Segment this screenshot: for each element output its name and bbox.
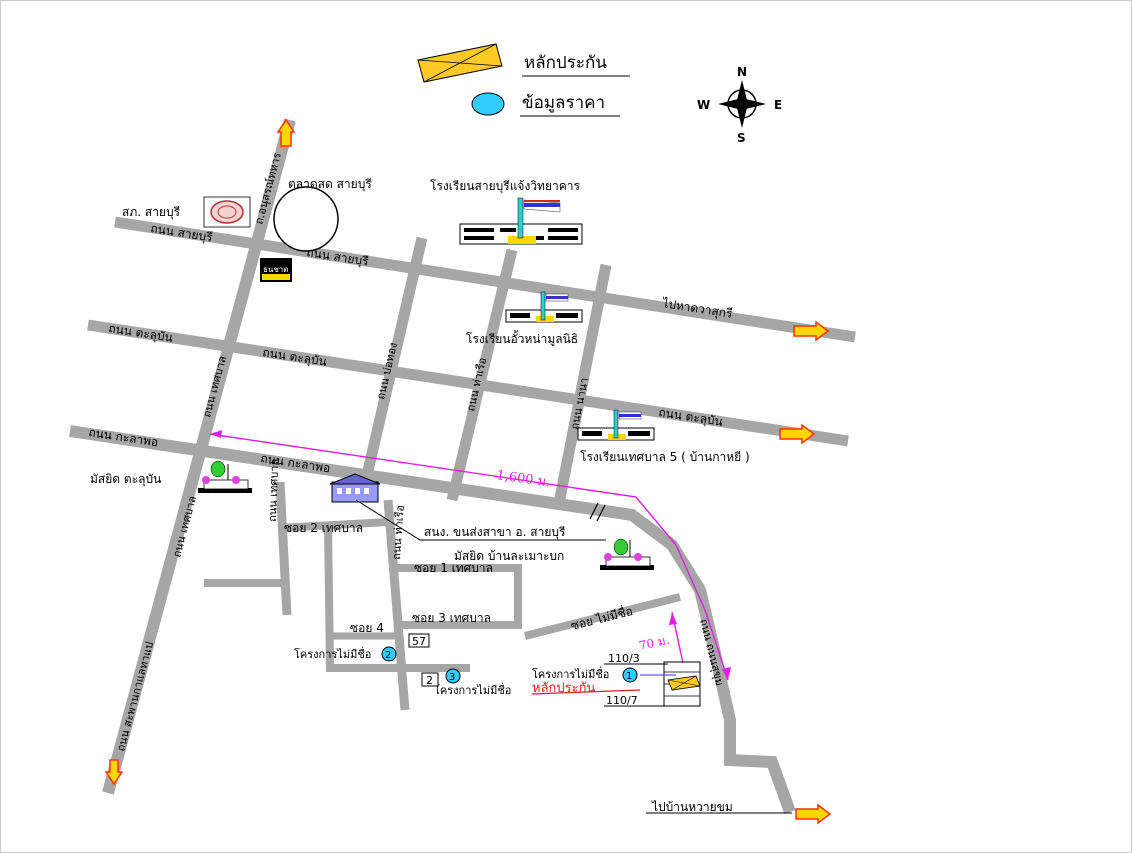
price-legend-icon — [471, 92, 505, 116]
road-network — [69, 118, 856, 815]
direction-arrows — [104, 118, 832, 825]
compass-w: W — [697, 98, 710, 112]
road-lower-left — [275, 481, 292, 616]
distance-1600-line — [209, 433, 729, 681]
label-house-1: 110/3 — [608, 652, 640, 665]
svg-text:2: 2 — [385, 650, 391, 661]
label-school-1: โรงเรียนสายบุรีแจ้งวิทยาคาร — [430, 179, 580, 194]
label-distance-1600: 1,600 ม. — [495, 468, 551, 490]
mosque-1-icon — [198, 460, 252, 493]
label-soi-1: ซอย 1 เทศบาล — [414, 561, 493, 575]
road-soi-2 — [279, 518, 389, 532]
label-road-kalapho-1: ถนน กะลาพอ — [88, 425, 160, 449]
house-box-57 — [408, 633, 430, 648]
price-marker-3: 3 — [445, 668, 461, 684]
label-distance-70: 70 ม. — [638, 633, 671, 653]
market-circle-icon — [273, 186, 339, 252]
school-1-icon — [459, 197, 583, 245]
label-road-mid-4: ถนน ท่าเรือ — [390, 505, 407, 561]
label-soi-2: ซอย 2 เทศบาล — [284, 521, 363, 535]
svg-text:1: 1 — [626, 671, 632, 682]
legend-price-label: ข้อมูลราคา — [522, 93, 605, 113]
mosque-2-icon — [600, 538, 654, 570]
label-project-2: โครงการไม่มีชื่อ — [294, 646, 371, 661]
label-box-2: 2 — [426, 674, 433, 687]
road-soi-loop — [324, 524, 470, 672]
bridge-mark — [589, 502, 599, 520]
label-road-left-4: ถนน สะพานกาแลทาแป — [114, 640, 156, 752]
label-mosque-2: มัสยิด บ้านละเมาะบก — [454, 549, 564, 563]
svg-text:ธนชาต: ธนชาต — [263, 265, 288, 274]
label-soi-3: ซอย 3 เทศบาล — [412, 611, 491, 625]
label-road-taluban-3: ถนน ตะลุบัน — [657, 405, 723, 430]
office-building-icon — [329, 473, 381, 503]
road-mid-2 — [446, 248, 518, 502]
legend: หลักประกัน ข้อมูลราคา — [417, 43, 630, 117]
label-market: ตลาดสด สายบุรี — [288, 177, 372, 192]
label-post-office: สนง. ขนส่งสาขา อ. สายบุรี — [424, 525, 566, 540]
legend-collateral-label: หลักประกัน — [524, 53, 607, 73]
arrow-east-taluban-icon — [779, 423, 816, 445]
arrow-east-beach-icon — [793, 320, 830, 342]
road-mid-1 — [358, 236, 428, 490]
label-soi-noname: ซอย ไม่มีชื่อ — [569, 602, 634, 633]
collateral-legend-icon — [417, 43, 503, 83]
label-road-right: ถนน ถนนสุขุม — [697, 618, 726, 688]
arrow-village-icon — [795, 803, 832, 825]
label-school-3: โรงเรียนเทศบาล 5 ( บ้านกาหยี ) — [580, 450, 750, 464]
label-police: สภ. สายบุรี — [122, 205, 181, 220]
label-road-taluban-1: ถนน ตะลุบัน — [107, 321, 173, 346]
compass-e: E — [774, 98, 782, 112]
label-road-saiburi-2: ถนน สายบุรี — [305, 245, 370, 269]
label-road-left-2: ถนน เทศบาล — [200, 354, 229, 418]
label-mosque-1: มัสยิด ตะลุบัน — [90, 472, 161, 487]
label-soi-4: ซอย 4 — [350, 621, 384, 635]
label-to-village: ไปบ้านหวายขม — [651, 800, 733, 814]
road-taluban — [87, 319, 849, 447]
road-mid-3 — [552, 263, 612, 510]
house-box-2 — [421, 672, 439, 687]
school-2-icon — [505, 291, 583, 323]
label-road-lower-left: ถนน เทศบาล — [266, 459, 281, 523]
price-marker-1: 1 — [622, 667, 638, 683]
svg-text:3: 3 — [449, 672, 455, 683]
arrow-south-icon — [104, 759, 124, 786]
road-soi-1-3 — [395, 564, 522, 629]
road-tessaban — [383, 499, 410, 711]
label-house-2: 110/7 — [606, 694, 638, 707]
school-3-icon — [577, 409, 655, 441]
road-noname — [524, 593, 681, 640]
label-road-taluban-2: ถนน ตะลุบัน — [261, 345, 327, 370]
label-school-2: โรงเรียนอั้วหน่ามูลนิธิ — [466, 330, 578, 347]
road-left-main — [102, 118, 296, 795]
bank-logo-icon: ธนชาต — [260, 258, 292, 282]
collateral-site — [663, 661, 701, 707]
arrow-north-icon — [276, 118, 296, 147]
label-box-57: 57 — [412, 635, 426, 648]
road-kalapho — [69, 425, 796, 815]
police-emblem-icon — [203, 196, 251, 228]
road-saiburi — [114, 216, 856, 343]
label-project-1: โครงการไม่มีชื่อ — [532, 666, 609, 681]
label-project-3: โครงการไม่มีชื่อ — [434, 682, 511, 697]
price-marker-2: 2 — [381, 646, 397, 662]
compass-s: S — [737, 131, 746, 145]
compass-n: N — [737, 65, 747, 79]
office-leader-line — [355, 499, 606, 541]
compass-rose: N S W E — [697, 65, 782, 145]
